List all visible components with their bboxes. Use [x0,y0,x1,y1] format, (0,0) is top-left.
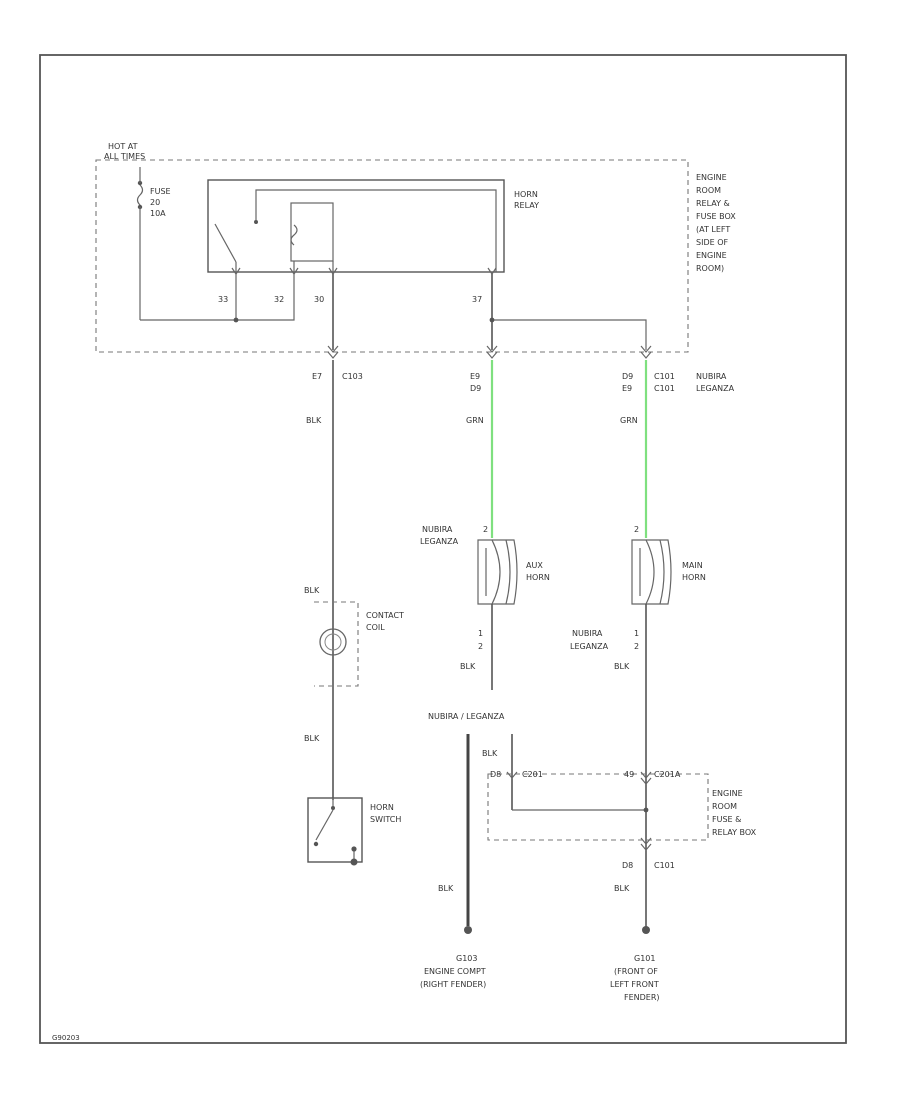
relay-label-2: RELAY [514,201,539,210]
svg-text:ENGINE: ENGINE [712,789,743,798]
contact-coil-label-1: CONTACT [366,611,404,620]
diagram-frame [39,54,847,1044]
wire-color-blk-6: BLK [614,884,630,893]
svg-text:2: 2 [634,525,639,534]
svg-text:ROOM: ROOM [712,802,737,811]
variant-note: NUBIRA / LEGANZA [428,712,505,721]
contact-coil-label-2: COIL [366,623,385,632]
svg-text:(FRONT OF: (FRONT OF [614,967,658,976]
fuse-name: FUSE [150,187,171,196]
fuse-20: FUSE 20 10A [136,167,171,320]
relay-pin-32: 32 [274,295,284,304]
relay-pin-33: 33 [218,295,228,304]
horn-relay: HORN RELAY 33 32 30 37 [207,179,539,304]
fuse-relay-box-outline [487,773,709,841]
lower-conn-name-2: C201A [654,770,681,779]
svg-text:ENGINE COMPT: ENGINE COMPT [424,967,486,976]
conn-right-pin-2: E9 [622,384,632,393]
wire-color-grn-2: GRN [620,416,638,425]
conn-right-variant-2: LEGANZA [696,384,735,393]
wire-color-blk-aux: BLK [460,662,476,671]
wire-color-blk-4: BLK [482,749,498,758]
wire-color-blk-2: BLK [304,586,320,595]
svg-text:RELAY &: RELAY & [696,199,730,208]
svg-text:1: 1 [478,629,483,638]
svg-text:(AT LEFT: (AT LEFT [696,225,730,234]
conn-left-name: C103 [342,372,363,381]
wire-color-blk-3: BLK [304,734,320,743]
svg-text:NUBIRA: NUBIRA [572,629,603,638]
conn-right-variant-1: NUBIRA [696,372,727,381]
wire-color-blk-5: BLK [438,884,454,893]
conn-right-name-1: C101 [654,372,675,381]
horn-switch: HORN SWITCH [307,797,401,866]
aux-horn: NUBIRA 2 LEGANZA AUX HORN 1 2 [420,525,550,651]
conn-mid-pin-2: D9 [470,384,481,393]
lower-conn-pin-2: 49 [624,770,634,779]
fuse-rating: 10A [150,209,166,218]
ground-g103-label: G103 ENGINE COMPT (RIGHT FENDER) [420,954,486,989]
svg-text:ENGINE: ENGINE [696,251,727,260]
lower-conn-name-1: C201 [522,770,543,779]
horn-switch-label-1: HORN [370,803,394,812]
fuse-relay-box-label: ENGINE ROOM FUSE & RELAY BOX [712,789,757,837]
svg-text:FENDER): FENDER) [624,993,660,1002]
fuse-number: 20 [150,198,160,207]
ground-g101-label: G101 (FRONT OF LEFT FRONT FENDER) [610,954,660,1002]
svg-text:2: 2 [478,642,483,651]
svg-text:2: 2 [483,525,488,534]
svg-text:(RIGHT FENDER): (RIGHT FENDER) [420,980,486,989]
svg-text:1: 1 [634,629,639,638]
svg-text:AUX: AUX [526,561,543,570]
svg-text:ROOM): ROOM) [696,264,724,273]
conn-left-pin: E7 [312,372,322,381]
svg-text:HORN: HORN [526,573,550,582]
svg-text:MAIN: MAIN [682,561,703,570]
svg-text:LEGANZA: LEGANZA [570,642,609,651]
svg-text:G103: G103 [456,954,477,963]
figure-id: G90203 [52,1034,80,1042]
svg-text:LEFT FRONT: LEFT FRONT [610,980,659,989]
svg-text:RELAY BOX: RELAY BOX [712,828,757,837]
svg-text:HORN: HORN [682,573,706,582]
relay-pin-37: 37 [472,295,482,304]
bottom-conn-pin: D8 [622,861,633,870]
power-label-1: HOT AT [108,142,138,151]
relay-box-outline [95,159,689,353]
svg-text:FUSE BOX: FUSE BOX [696,212,736,221]
svg-text:SIDE OF: SIDE OF [696,238,728,247]
bottom-conn-name: C101 [654,861,675,870]
relay-label-1: HORN [514,190,538,199]
conn-mid-pin-1: E9 [470,372,480,381]
svg-text:FUSE &: FUSE & [712,815,741,824]
main-horn: 2 MAIN HORN NUBIRA 1 LEGANZA 2 [570,525,706,651]
relay-pin-30: 30 [314,295,324,304]
ground-g103-terminal [464,926,472,934]
horn-switch-label-2: SWITCH [370,815,401,824]
svg-text:G101: G101 [634,954,655,963]
ground-g101-terminal [642,926,650,934]
svg-text:LEGANZA: LEGANZA [420,537,459,546]
contact-coil: CONTACT COIL [314,601,404,687]
lower-conn-pin-1: D8 [490,770,501,779]
power-label-2: ALL TIMES [104,152,145,161]
svg-text:ROOM: ROOM [696,186,721,195]
conn-right-pin-1: D9 [622,372,633,381]
wire-color-grn-1: GRN [466,416,484,425]
svg-text:ENGINE: ENGINE [696,173,727,182]
svg-text:2: 2 [634,642,639,651]
relay-box-label: ENGINE ROOM RELAY & FUSE BOX (AT LEFT SI… [696,173,736,273]
conn-right-name-2: C101 [654,384,675,393]
wire-color-blk-main: BLK [614,662,630,671]
wire-color-blk-1: BLK [306,416,322,425]
svg-text:NUBIRA: NUBIRA [422,525,453,534]
